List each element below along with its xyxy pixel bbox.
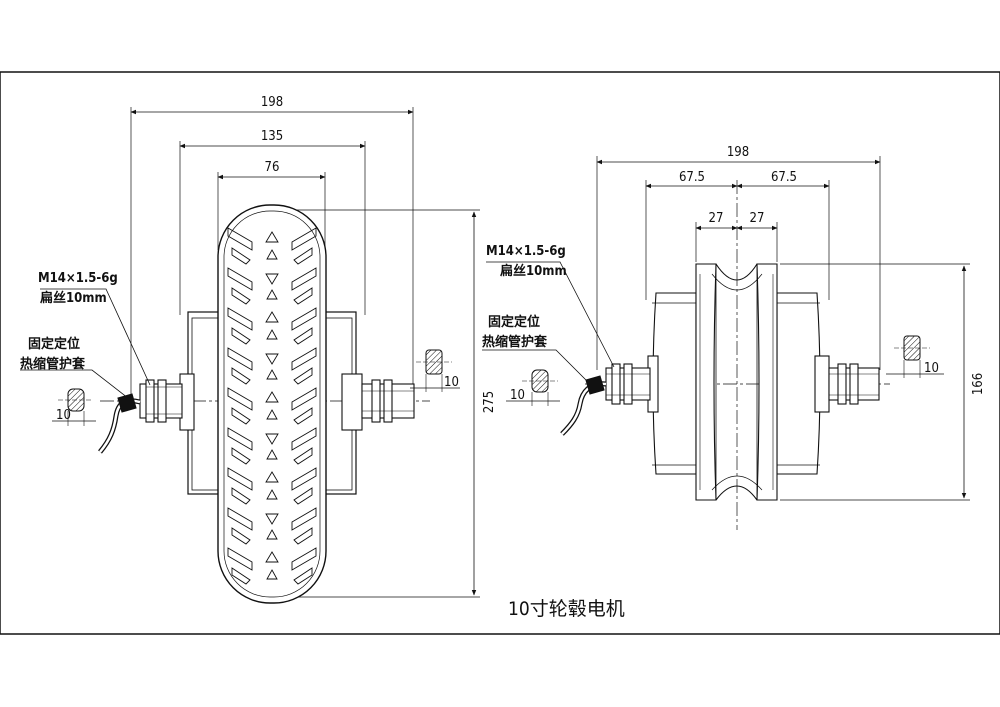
dim-76: 76 bbox=[265, 160, 280, 175]
tread-arrow bbox=[266, 489, 278, 500]
tread-block bbox=[227, 547, 253, 571]
sleeve-label-right-1: 固定定位 bbox=[488, 314, 540, 330]
dim-27-left: 27 bbox=[709, 211, 724, 226]
tread-arrow bbox=[265, 391, 279, 403]
dim-67-5-right: 67.5 bbox=[771, 170, 797, 185]
tread-block bbox=[291, 307, 317, 331]
dim-cable-left: 10 bbox=[56, 408, 71, 423]
sleeve-label-left-2: 热缩管护套 bbox=[20, 356, 86, 372]
tread-arrow bbox=[266, 249, 278, 260]
tread-block bbox=[231, 527, 251, 545]
tread-block bbox=[231, 327, 251, 345]
tread-block bbox=[231, 287, 251, 305]
tread-arrow bbox=[265, 353, 279, 365]
tread-arrow bbox=[265, 471, 279, 483]
tread-block bbox=[227, 507, 253, 531]
tread-block bbox=[291, 547, 317, 571]
drawing-title: 10寸轮毂电机 bbox=[508, 598, 625, 620]
tread-block bbox=[293, 287, 313, 305]
thread-label-right: M14×1.5-6g bbox=[486, 244, 566, 259]
tread-block bbox=[291, 467, 317, 491]
tread-block bbox=[227, 227, 253, 251]
tread-block bbox=[227, 267, 253, 291]
tread-block bbox=[293, 447, 313, 465]
tire-outline bbox=[217, 204, 327, 604]
tread-block bbox=[227, 347, 253, 371]
tread-arrow bbox=[266, 529, 278, 540]
tread-block bbox=[227, 427, 253, 451]
dim-198-left: 198 bbox=[261, 95, 283, 110]
dim-198-right: 198 bbox=[727, 145, 749, 160]
tread-block bbox=[291, 387, 317, 411]
thread-flat-label-right: 扁丝10mm bbox=[500, 263, 567, 279]
tread-block bbox=[227, 307, 253, 331]
drawing-border bbox=[0, 71, 1000, 635]
tread-arrow bbox=[266, 369, 278, 380]
tread-arrow bbox=[266, 409, 278, 420]
dim-27-right: 27 bbox=[750, 211, 765, 226]
tread-block bbox=[231, 247, 251, 265]
tread-block bbox=[227, 467, 253, 491]
tread-block bbox=[231, 367, 251, 385]
tread-block bbox=[291, 427, 317, 451]
tread-block bbox=[227, 387, 253, 411]
tread-arrow bbox=[265, 433, 279, 445]
right-view bbox=[482, 156, 970, 530]
tread-block bbox=[291, 347, 317, 371]
tread-block bbox=[231, 487, 251, 505]
tread-block bbox=[293, 247, 313, 265]
tread-block bbox=[293, 327, 313, 345]
tread-block bbox=[291, 267, 317, 291]
tread-arrow bbox=[266, 569, 278, 580]
tread-arrow bbox=[265, 311, 279, 323]
tread-arrow bbox=[265, 231, 279, 243]
dim-135: 135 bbox=[261, 129, 283, 144]
tread-arrow bbox=[266, 289, 278, 300]
tread-block bbox=[293, 487, 313, 505]
sleeve-label-right-2: 热缩管护套 bbox=[482, 334, 548, 350]
dim-67-5-left: 67.5 bbox=[679, 170, 705, 185]
thread-label-left: M14×1.5-6g bbox=[38, 271, 118, 286]
tread-block bbox=[291, 507, 317, 531]
tread-arrow bbox=[266, 449, 278, 460]
tread-arrow bbox=[265, 551, 279, 563]
tread-block bbox=[293, 527, 313, 545]
dim-166: 166 bbox=[971, 373, 986, 395]
left-view bbox=[20, 107, 480, 604]
dim-275: 275 bbox=[482, 391, 497, 413]
dim-shaft-flat-right: 10 bbox=[924, 361, 939, 376]
tread-block bbox=[231, 407, 251, 425]
tread-block bbox=[291, 227, 317, 251]
sleeve-label-left-1: 固定定位 bbox=[28, 336, 80, 352]
tread-block bbox=[293, 407, 313, 425]
tread-block bbox=[231, 447, 251, 465]
tread-block bbox=[293, 367, 313, 385]
tread-block bbox=[231, 567, 251, 585]
tread-arrow bbox=[266, 329, 278, 340]
thread-flat-label-left: 扁丝10mm bbox=[40, 290, 107, 306]
dim-shaft-flat-left: 10 bbox=[444, 375, 459, 390]
tread-arrow bbox=[265, 273, 279, 285]
tread-arrow bbox=[265, 513, 279, 525]
tread-block bbox=[293, 567, 313, 585]
dim-cable-right: 10 bbox=[510, 388, 525, 403]
